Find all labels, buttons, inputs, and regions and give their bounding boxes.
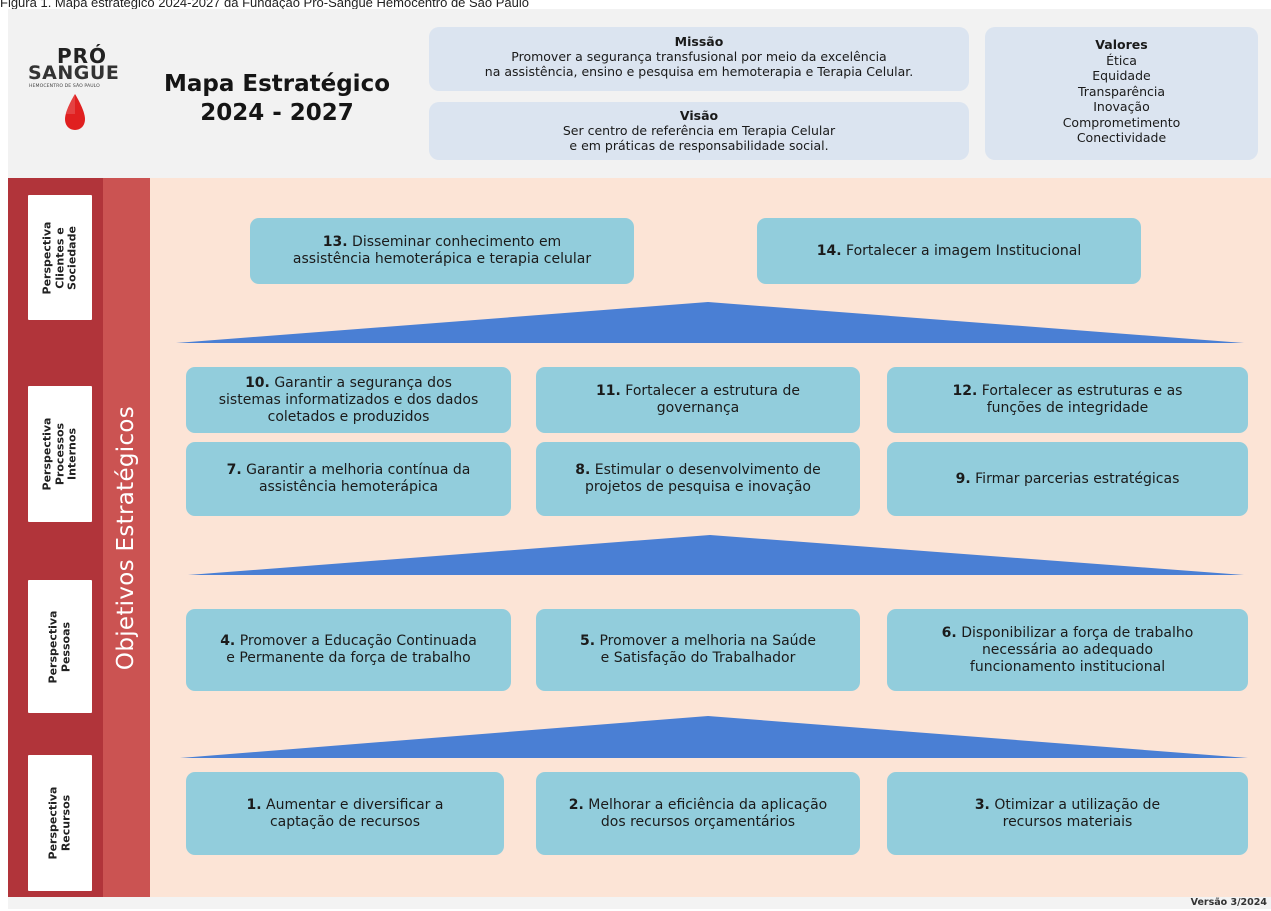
objective-text: Fortalecer a imagem Institucional <box>846 242 1082 259</box>
perspective-pessoas: Perspectiva Pessoas <box>28 580 92 713</box>
objective-text: Melhorar a eficiência da aplicação <box>588 796 828 813</box>
objective-text: Disseminar conhecimento em <box>352 234 562 250</box>
objective-text: e Satisfação do Trabalhador <box>600 650 796 666</box>
perspective-recursos: Perspectiva Recursos <box>28 755 92 891</box>
objective-14: 14. Fortalecer a imagem Institucional <box>757 218 1141 284</box>
pro-sangue-logo: PRÓ SANGUE HEMOCENTRO DE SÃO PAULO <box>28 44 128 144</box>
objective-text: projetos de pesquisa e inovação <box>584 479 812 495</box>
objective-text: Estimular o desenvolvimento de <box>594 462 821 478</box>
objective-number: 14. <box>816 242 842 259</box>
map-title: Mapa Estratégico 2024 - 2027 <box>152 70 402 128</box>
objective-13: 13. Disseminar conhecimento em assistênc… <box>250 218 634 284</box>
objective-text: Garantir a melhoria contínua da <box>246 462 471 478</box>
objective-number: 10. <box>245 374 270 391</box>
objective-number: 5. <box>579 633 596 649</box>
missao-heading: Missão <box>674 34 724 49</box>
valores-box: Valores Ética Equidade Transparência Ino… <box>985 27 1258 160</box>
objective-text: captação de recursos <box>269 813 420 830</box>
objective-number: 8. <box>575 462 591 478</box>
arrow-to-pessoas <box>180 716 1248 758</box>
objectives-column <box>103 178 150 897</box>
objective-number: 3. <box>974 796 990 813</box>
objective-11: 11. Fortalecer a estrutura de governança <box>536 367 860 433</box>
objective-text: Promover a Educação Continuada <box>239 633 477 649</box>
objective-8: 8. Estimular o desenvolvimento de projet… <box>536 442 860 516</box>
objective-5: 5. Promover a melhoria na Saúde e Satisf… <box>536 609 860 691</box>
objective-text: Promover a melhoria na Saúde <box>599 633 817 649</box>
objective-2: 2. Melhorar a eficiência da aplicação do… <box>536 772 860 855</box>
visao-line-1: Ser centro de referência em Terapia Celu… <box>562 123 836 138</box>
missao-line-2: na assistência, ensino e pesquisa em hem… <box>484 64 914 79</box>
objective-number: 1. <box>246 796 262 813</box>
objective-12: 12. Fortalecer as estruturas e as funçõe… <box>887 367 1248 433</box>
figure-caption: Figura 1. Mapa estratégico 2024-2027 da … <box>0 0 530 10</box>
objective-text: Otimizar a utilização de <box>994 796 1161 813</box>
visao-line-2: e em práticas de responsabilidade social… <box>569 138 829 153</box>
objective-text: coletados e produzidos <box>267 408 430 425</box>
valor-item: Inovação <box>1093 99 1150 114</box>
visao-heading: Visão <box>679 108 719 123</box>
objective-text: funções de integridade <box>986 400 1149 416</box>
logo-line-2: SANGUE <box>28 62 120 84</box>
version-label: Versão 3/2024 <box>1190 897 1267 908</box>
objective-number: 9. <box>955 470 971 487</box>
title-line-2: 2024 - 2027 <box>200 100 354 126</box>
perspective-clientes-sociedade: Perspectiva Clientes e Sociedade <box>28 195 92 320</box>
objective-1: 1. Aumentar e diversificar a captação de… <box>186 772 504 855</box>
arrow-to-processos <box>188 535 1244 575</box>
visao-box: Visão Ser centro de referência em Terapi… <box>429 102 969 160</box>
objective-text: Fortalecer as estruturas e as <box>981 383 1183 399</box>
valor-item: Ética <box>1106 52 1137 68</box>
objective-text: Aumentar e diversificar a <box>266 796 444 813</box>
objective-number: 4. <box>220 633 236 649</box>
objective-text: Fortalecer a estrutura de <box>625 383 800 399</box>
title-line-1: Mapa Estratégico <box>163 71 391 97</box>
valor-item: Comprometimento <box>1062 114 1181 130</box>
objective-text: Garantir a segurança dos <box>274 374 452 391</box>
objective-text: assistência hemoterápica e terapia celul… <box>292 251 592 267</box>
blood-drop-icon <box>65 94 85 130</box>
logo-line-3: HEMOCENTRO DE SÃO PAULO <box>29 84 100 89</box>
objective-10: 10. Garantir a segurança dos sistemas in… <box>186 367 511 433</box>
valor-item: Transparência <box>1077 83 1166 99</box>
objective-3: 3. Otimizar a utilização de recursos mat… <box>887 772 1248 855</box>
objective-number: 2. <box>568 796 584 813</box>
valor-item: Equidade <box>1092 68 1151 83</box>
objective-number: 11. <box>596 383 621 399</box>
arrow-to-clientes <box>176 302 1244 343</box>
missao-line-1: Promover a segurança transfusional por m… <box>511 49 887 64</box>
objective-text: Disponibilizar a força de trabalho <box>961 624 1194 641</box>
objective-9: 9. Firmar parcerias estratégicas <box>887 442 1248 516</box>
objective-number: 13. <box>322 234 348 250</box>
objective-text: funcionamento institucional <box>969 658 1166 675</box>
logo-line-1: PRÓ <box>57 44 108 68</box>
objective-6: 6. Disponibilizar a força de trabalho ne… <box>887 609 1248 691</box>
objective-text: dos recursos orçamentários <box>600 813 796 830</box>
objective-number: 12. <box>952 383 978 399</box>
missao-box: Missão Promover a segurança transfusiona… <box>429 27 969 91</box>
objective-4: 4. Promover a Educação Continuada e Perm… <box>186 609 511 691</box>
objective-text: governança <box>656 400 740 416</box>
objective-text: e Permanente da força de trabalho <box>226 650 471 666</box>
objective-number: 7. <box>226 462 242 478</box>
valores-heading: Valores <box>1095 37 1148 52</box>
objective-text: assistência hemoterápica <box>258 479 439 495</box>
objective-text: sistemas informatizados e dos dados <box>218 391 479 408</box>
objective-text: Firmar parcerias estratégicas <box>975 470 1180 487</box>
perspective-processos-internos: Perspectiva Processos Internos <box>28 386 92 522</box>
objective-number: 6. <box>941 624 957 641</box>
valor-item: Conectividade <box>1076 130 1167 145</box>
objective-text: recursos materiais <box>1002 813 1133 830</box>
objective-7: 7. Garantir a melhoria contínua da assis… <box>186 442 511 516</box>
objective-text: necessária ao adequado <box>981 641 1154 658</box>
